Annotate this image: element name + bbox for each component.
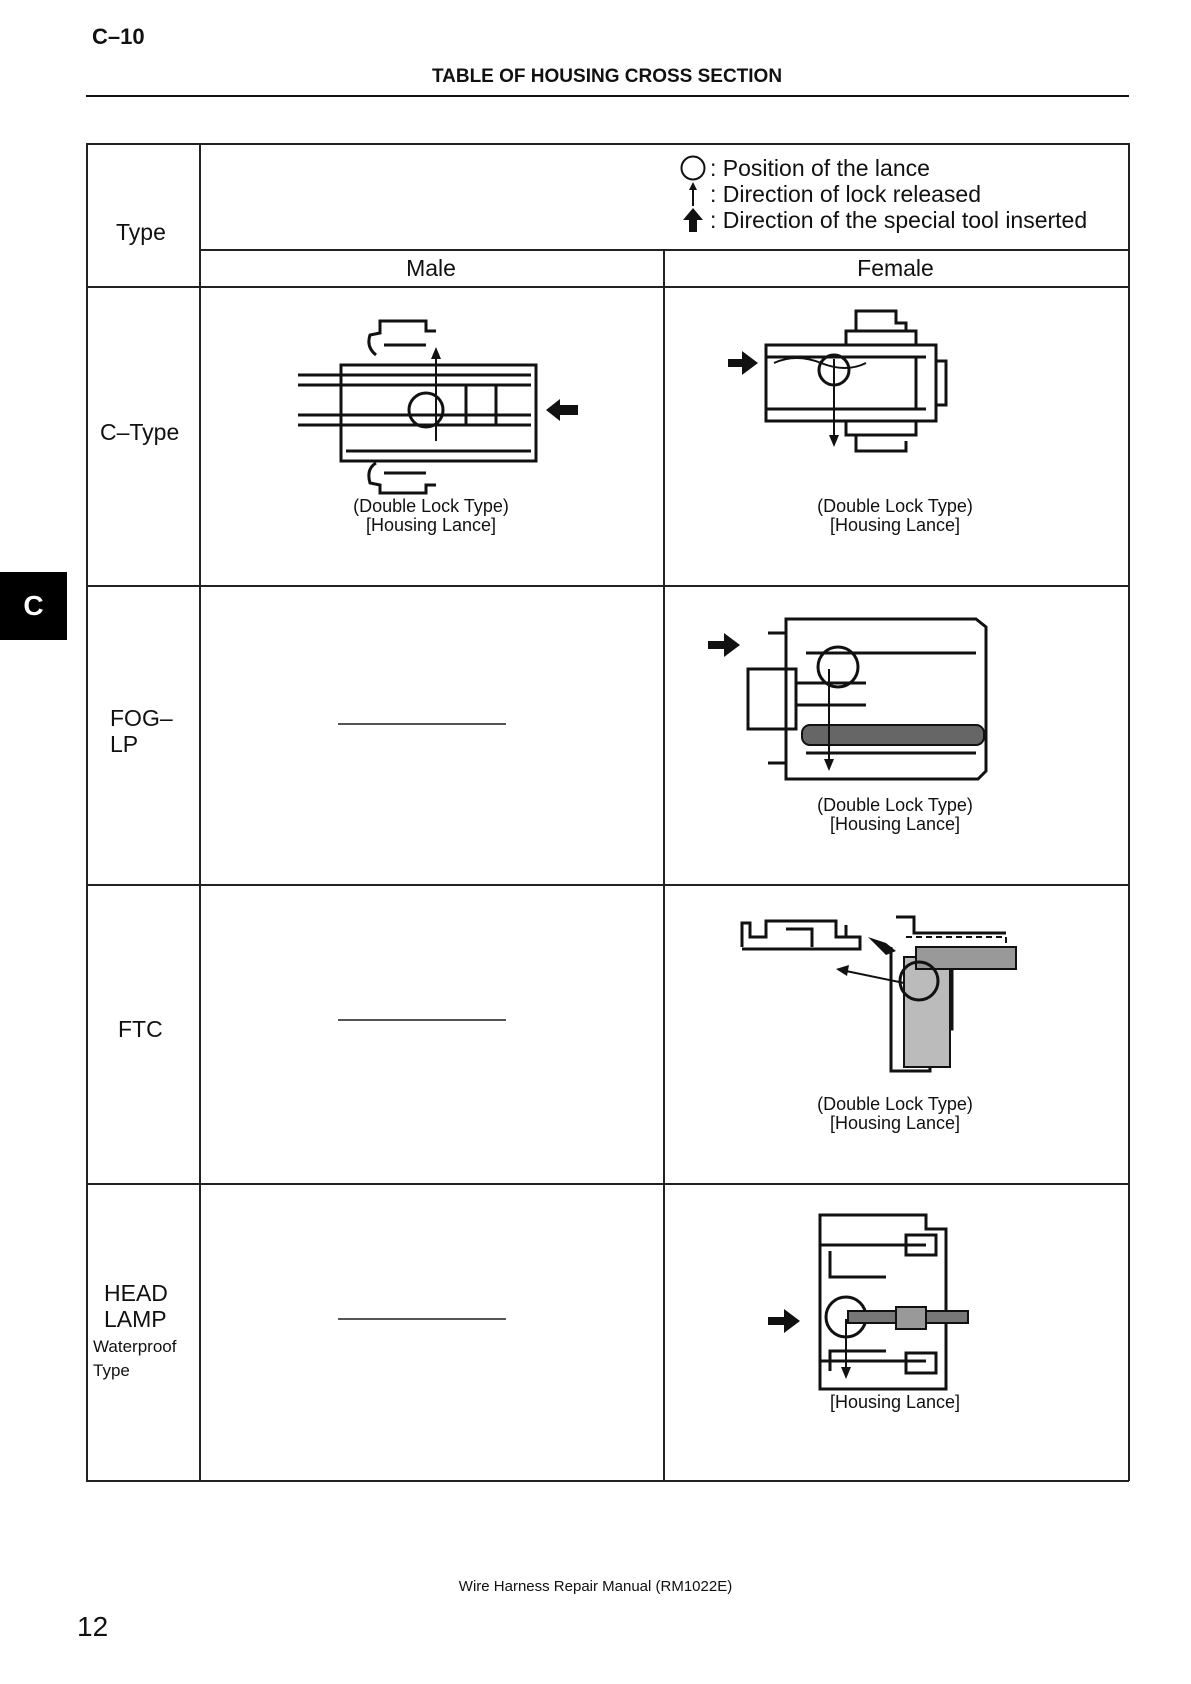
legend-lock: : Direction of lock released bbox=[710, 181, 982, 207]
female-header: Female bbox=[857, 255, 934, 281]
male-not-applicable-dash bbox=[338, 1019, 506, 1021]
page-code: C–10 bbox=[92, 24, 145, 49]
female-c-type-drawing bbox=[728, 309, 948, 453]
grid-line bbox=[1128, 143, 1130, 1481]
header-rule bbox=[86, 95, 1129, 97]
legend-lance: : Position of the lance bbox=[710, 155, 930, 181]
type-header: Type bbox=[116, 219, 166, 245]
bold-arrow-up-icon bbox=[676, 207, 710, 233]
grid-line bbox=[86, 585, 1129, 587]
grid-line bbox=[86, 143, 1129, 145]
grid-line bbox=[199, 143, 201, 1481]
female-ftc-drawing bbox=[740, 915, 1017, 1073]
grid-line bbox=[86, 884, 1129, 886]
female-head-lamp-caption: [Housing Lance] bbox=[829, 1392, 961, 1412]
male-c-type-drawing bbox=[298, 319, 578, 495]
male-header: Male bbox=[406, 255, 456, 281]
thin-arrow-up-icon bbox=[676, 181, 710, 207]
grid-line bbox=[86, 1480, 1129, 1482]
housing-table: Type : Position of the lance : Direction… bbox=[86, 143, 1130, 1482]
page-title: TABLE OF HOUSING CROSS SECTION bbox=[431, 66, 783, 87]
row-type-ftc: FTC bbox=[118, 1016, 163, 1042]
male-not-applicable-dash bbox=[338, 723, 506, 725]
grid-line bbox=[663, 249, 665, 1481]
row-type-head-lamp: HEAD LAMP bbox=[104, 1280, 168, 1332]
female-c-type-caption: (Double Lock Type) [Housing Lance] bbox=[817, 496, 973, 535]
female-fog-lp-drawing bbox=[708, 617, 988, 781]
circle-icon bbox=[676, 155, 710, 181]
legend-tool: : Direction of the special tool inserted bbox=[710, 207, 1088, 233]
footer: Wire Harness Repair Manual (RM1022E) bbox=[458, 1578, 733, 1595]
male-not-applicable-dash bbox=[338, 1318, 506, 1320]
legend: : Position of the lance : Direction of l… bbox=[676, 155, 1087, 233]
female-fog-lp-caption: (Double Lock Type) [Housing Lance] bbox=[817, 795, 973, 834]
male-c-type-caption: (Double Lock Type) [Housing Lance] bbox=[353, 496, 509, 535]
grid-line bbox=[86, 286, 1129, 288]
female-ftc-caption: (Double Lock Type) [Housing Lance] bbox=[817, 1094, 973, 1133]
row-type-c-type: C–Type bbox=[100, 419, 180, 445]
page-number: 12 bbox=[77, 1611, 109, 1642]
section-tab: C bbox=[0, 572, 67, 640]
grid-line bbox=[86, 143, 88, 1481]
female-head-lamp-drawing bbox=[768, 1213, 969, 1391]
row-type-head-lamp-note: Waterproof Type bbox=[93, 1337, 177, 1380]
row-type-fog-lp: FOG– LP bbox=[110, 705, 173, 757]
grid-line bbox=[86, 1183, 1129, 1185]
